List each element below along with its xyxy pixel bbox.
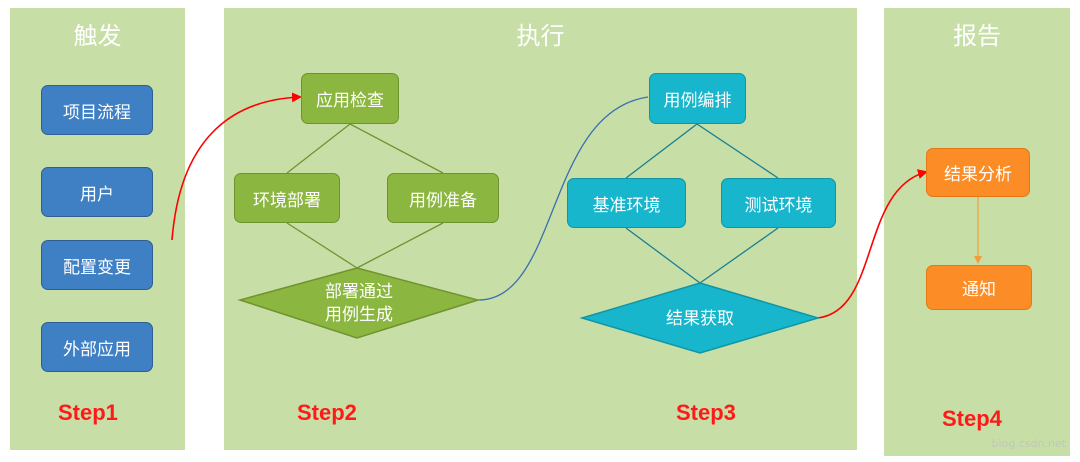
red-arrow-trigger-to-check: [171, 92, 302, 241]
decision-result-label: 结果获取: [666, 309, 734, 329]
report-panel-title: 报告: [953, 22, 1001, 50]
node-result-analysis: 结果分析: [926, 148, 1030, 197]
decision-label-line2: 用例生成: [325, 305, 393, 325]
step3-label: Step3: [676, 400, 736, 425]
trigger-item-label: 用户: [80, 184, 114, 205]
node-case-prep: 用例准备: [387, 173, 499, 223]
trigger-item-label: 外部应用: [63, 339, 131, 360]
red-arrow-result-to-analysis: [817, 169, 928, 319]
trigger-item-label: 项目流程: [63, 102, 131, 123]
trigger-panel: 触发: [10, 8, 185, 450]
node-baseline-env: 基准环境: [567, 178, 686, 228]
blue-connector-line: [477, 96, 649, 301]
trigger-item-user: 用户: [41, 167, 153, 217]
node-env-deploy: 环境部署: [234, 173, 340, 223]
step3-tree-lines: [625, 123, 779, 284]
node-label: 基准环境: [592, 195, 661, 216]
node-label: 应用检查: [316, 91, 384, 111]
step2-label: Step2: [297, 400, 357, 425]
node-app-check: 应用检查: [301, 73, 399, 124]
decision-result-fetch: [579, 282, 821, 354]
step2-tree-lines: [286, 123, 444, 269]
node-notify: 通知: [926, 265, 1032, 310]
trigger-panel-title: 触发: [73, 22, 122, 50]
decision-deploy-pass: [237, 267, 481, 339]
report-panel: 报告: [884, 8, 1070, 456]
watermark: blog.csdn.net: [991, 437, 1066, 450]
node-label: 环境部署: [253, 190, 321, 211]
node-label: 测试环境: [744, 195, 813, 216]
trigger-item-label: 配置变更: [63, 257, 131, 278]
execute-panel-title: 执行: [516, 22, 565, 50]
node-label: 通知: [962, 280, 996, 300]
decision-label-line1: 部署通过: [325, 282, 393, 302]
node-label: 结果分析: [944, 165, 1012, 185]
trigger-item-project-flow: 项目流程: [41, 85, 153, 135]
step1-label: Step1: [58, 400, 118, 425]
node-label: 用例准备: [409, 190, 477, 211]
node-label: 用例编排: [663, 91, 732, 111]
node-case-orchestration: 用例编排: [649, 73, 746, 124]
trigger-item-external-app: 外部应用: [41, 322, 153, 372]
node-test-env: 测试环境: [721, 178, 836, 228]
step4-label: Step4: [942, 406, 1002, 431]
trigger-item-config-change: 配置变更: [41, 240, 153, 290]
